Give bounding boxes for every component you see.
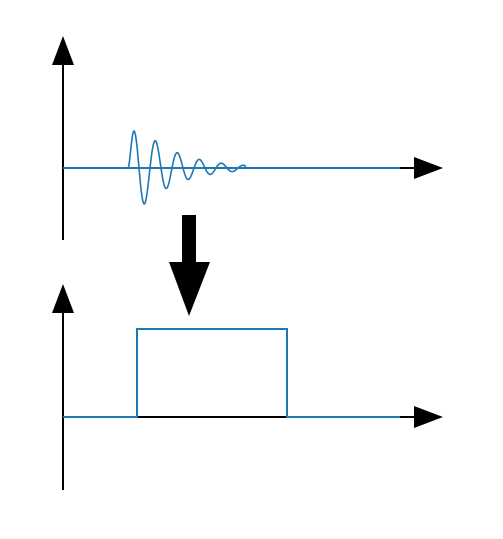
bottom-y-axis-arrowhead [52,284,74,313]
bottom-signal-pulse [63,328,400,418]
bottom-panel [52,284,443,490]
down-arrow-head [169,262,210,316]
top-x-axis-arrowhead [414,157,443,179]
top-panel [52,36,443,240]
top-y-axis-arrowhead [52,36,74,65]
down-arrow [169,215,210,316]
bottom-x-axis-arrowhead [414,406,443,428]
top-signal-waveform [63,129,400,205]
down-arrow-shaft [182,215,196,267]
